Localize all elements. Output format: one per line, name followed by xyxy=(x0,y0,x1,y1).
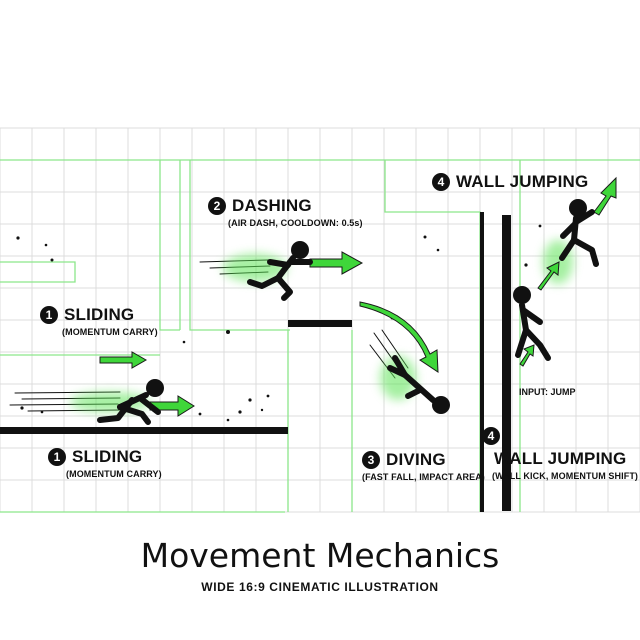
step-number: 4 xyxy=(432,173,450,191)
label-wall-jumping-lower: 4 WALL JUMPING (WALL KICK, MOMENTUM SHIF… xyxy=(482,427,638,481)
background-grid xyxy=(0,127,640,513)
label-subtitle: (MOMENTUM CARRY) xyxy=(66,469,162,479)
label-subtitle: (MOMENTUM CARRY) xyxy=(62,327,158,337)
label-sliding-upper: 1 SLIDING (MOMENTUM CARRY) xyxy=(40,305,158,337)
label-diving: 3 DIVING (FAST FALL, IMPACT AREA) xyxy=(362,450,485,482)
label-wall-jumping-upper: 4 WALL JUMPING xyxy=(432,172,588,192)
figure-wall-jump xyxy=(559,199,599,267)
label-title: DIVING xyxy=(386,450,446,469)
particles xyxy=(16,224,542,422)
platforms xyxy=(0,212,511,512)
label-sliding-lower: 1 SLIDING (MOMENTUM CARRY) xyxy=(48,447,162,479)
step-number: 2 xyxy=(208,197,226,215)
arrow-wall-jump xyxy=(593,176,617,216)
arrow-sliding-small xyxy=(99,351,148,369)
figure-wall-kick xyxy=(513,286,551,361)
page-title: Movement Mechanics xyxy=(140,536,500,575)
step-number: 1 xyxy=(48,448,66,466)
arrow-diving xyxy=(359,301,439,373)
input-hint: INPUT: JUMP xyxy=(519,387,576,397)
raised-block-top xyxy=(288,320,352,327)
page-subtitle: WIDE 16:9 CINEMATIC ILLUSTRATION xyxy=(201,580,439,594)
label-subtitle: (FAST FALL, IMPACT AREA) xyxy=(362,472,485,482)
label-title: SLIDING xyxy=(64,305,135,324)
arrow-wall-small-1 xyxy=(519,344,535,367)
arrow-wall-small-2 xyxy=(537,261,560,291)
wall-left-edge xyxy=(480,212,484,512)
sliding-floor xyxy=(0,427,288,434)
label-title: WALL JUMPING xyxy=(456,172,589,191)
wall-main xyxy=(502,215,511,511)
arrow-dashing xyxy=(309,251,364,275)
label-subtitle: (AIR DASH, COOLDOWN: 0.5s) xyxy=(228,218,363,228)
label-title: DASHING xyxy=(232,196,312,215)
label-title: SLIDING xyxy=(72,447,143,466)
figure-dashing xyxy=(247,241,313,301)
step-number: 1 xyxy=(40,306,58,324)
figure-diving xyxy=(387,355,450,414)
label-title: WALL JUMPING xyxy=(494,449,627,468)
label-dashing: 2 DASHING (AIR DASH, COOLDOWN: 0.5s) xyxy=(208,196,363,228)
step-number: 4 xyxy=(482,427,500,445)
label-subtitle: (WALL KICK, MOMENTUM SHIFT) xyxy=(492,471,639,481)
figure-sliding xyxy=(97,379,164,425)
step-number: 3 xyxy=(362,451,380,469)
